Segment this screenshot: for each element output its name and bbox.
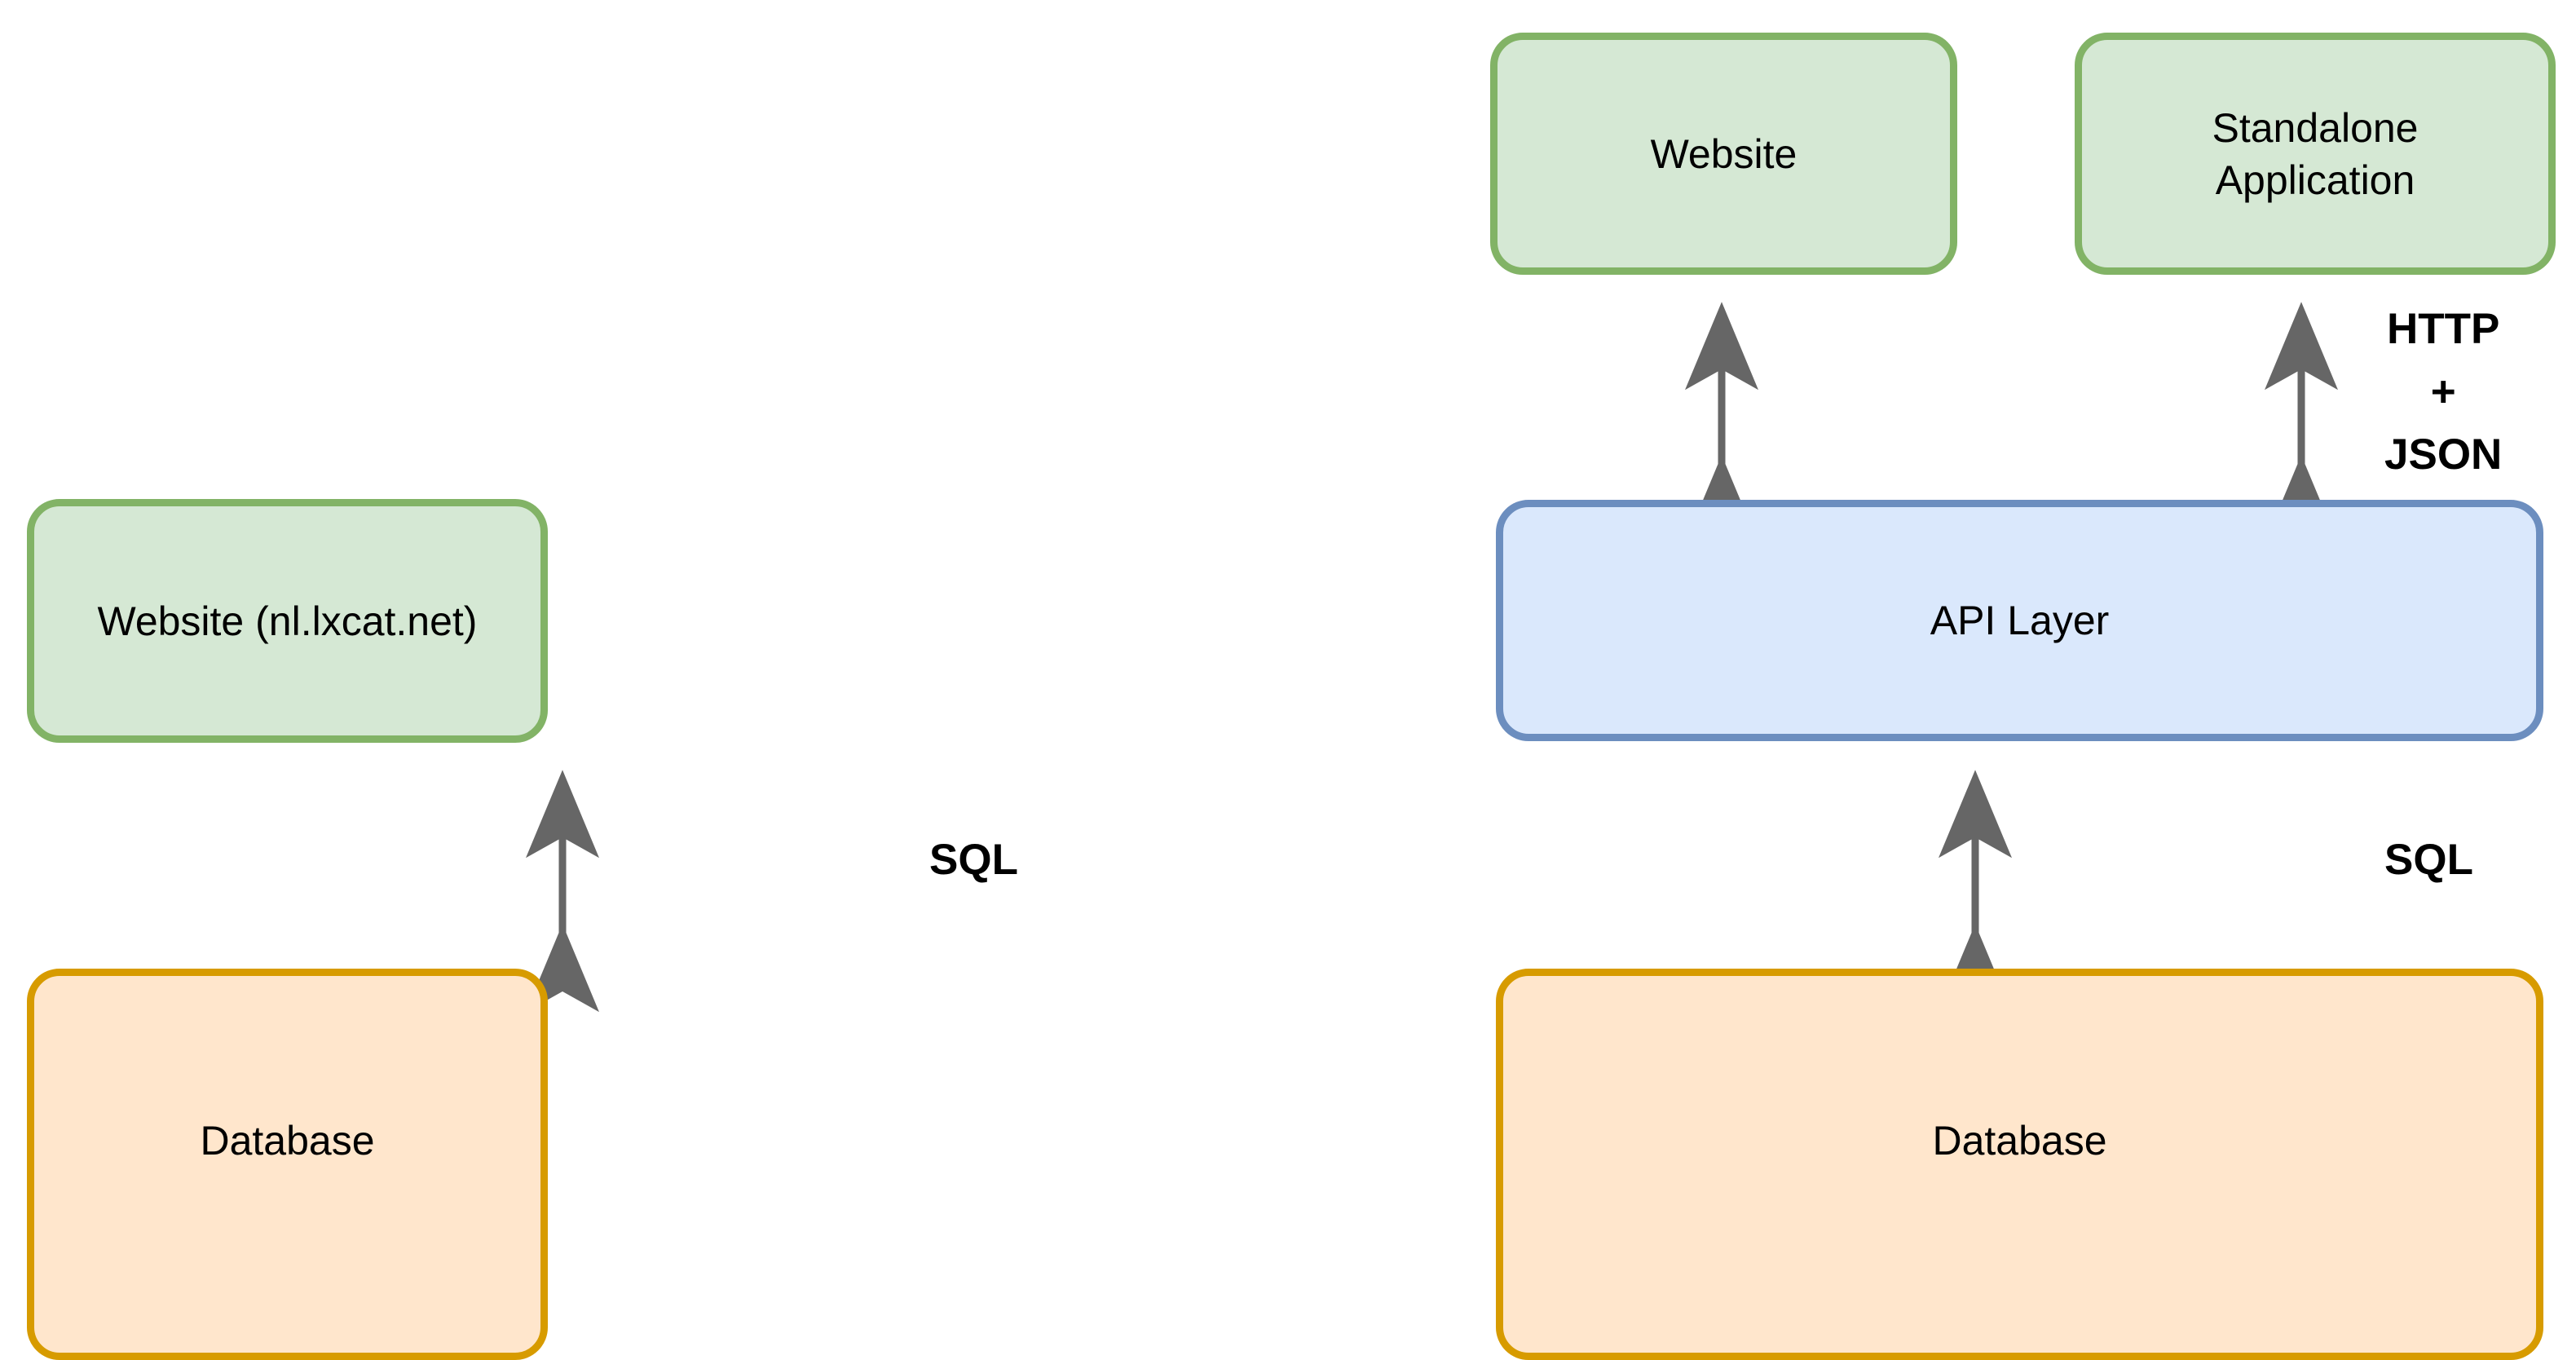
right-website-label: Website (1650, 130, 1797, 177)
left-database-node[interactable]: Database (27, 969, 548, 1360)
right-sql-edge-label: SQL (2384, 836, 2473, 884)
left-database-label: Database (200, 1118, 375, 1164)
left-sql-edge-label: SQL (929, 836, 1018, 884)
right-api-layer-label: API Layer (1930, 598, 2110, 643)
left-website-label: Website (nl.lxcat.net) (97, 598, 478, 644)
left-website-node[interactable]: Website (nl.lxcat.net) (27, 499, 548, 743)
right-database-node[interactable]: Database (1496, 969, 2543, 1360)
right-standalone-application-node[interactable]: Standalone Application (2075, 33, 2556, 275)
right-http-json-edge-label: HTTP + JSON (2384, 305, 2503, 479)
right-website-node[interactable]: Website (1490, 33, 1957, 275)
right-api-layer-node[interactable]: API Layer (1496, 500, 2543, 741)
right-standalone-application-label: Standalone Application (2212, 104, 2419, 203)
right-database-label: Database (1932, 1118, 2107, 1164)
